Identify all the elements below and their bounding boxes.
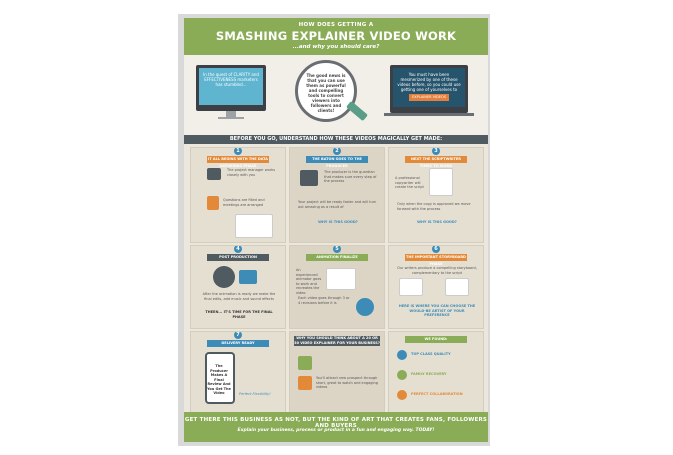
step-note-2: Each video goes through 3 or 4 revisions… — [298, 296, 350, 305]
infographic-poster: HOW DOES GETTING A SMASHING EXPLAINER VI… — [184, 18, 488, 442]
magnifier-circle: The good news is that you can use them a… — [295, 60, 357, 122]
laptop-base — [384, 113, 474, 116]
step-cell-5: 5 ANIMATION FINALIZE An experienced anim… — [289, 245, 385, 329]
header-title: SMASHING EXPLAINER VIDEO WORK — [215, 29, 457, 43]
phone-icon — [205, 352, 235, 404]
heart-icon — [298, 376, 312, 390]
header-line-1: HOW DOES GETTING A — [298, 22, 374, 28]
step-number: 4 — [234, 246, 242, 253]
music-icon — [239, 270, 257, 284]
step-title: DELIVERY READY — [207, 340, 269, 347]
finding-2: FAMILY RECOVERY — [411, 372, 447, 376]
stopwatch-icon — [356, 298, 374, 316]
step-note-2: THEEN... IT'S TIME FOR THE FINAL PHASE — [205, 310, 273, 319]
left-monitor-screen: In the quest of CLARITY and EFFECTIVENES… — [199, 68, 263, 105]
film-reel-icon — [213, 266, 235, 288]
step-cell-8: WHY YOU SHOULD THINK ABOUT A 20 OR 30 VI… — [289, 331, 385, 413]
right-laptop-screen: You must have been mesmerized by one of … — [393, 68, 465, 107]
step-cell-4: 4 POST PRODUCTION After the animation is… — [190, 245, 286, 329]
right-laptop: You must have been mesmerized by one of … — [390, 65, 468, 113]
step-number: 5 — [333, 246, 341, 253]
step-note-2: Questions are filled and meetings are ar… — [223, 198, 265, 207]
step-number: 6 — [432, 246, 440, 253]
step-title: NEXT THE SCRIPTWRITER TIMES TO WORK — [405, 156, 467, 168]
right-screen-text: You must have been mesmerized by one of … — [397, 72, 461, 101]
step-note: After the animation is ready we make the… — [202, 292, 276, 301]
footer-headline: GET THERE THIS BUSINESS AS NOT, BUT THE … — [184, 417, 488, 429]
left-monitor: In the quest of CLARITY and EFFECTIVENES… — [196, 65, 266, 111]
step-title: THE IMPORTANT STORYBOARD PHASE — [405, 254, 467, 266]
step-note: The producer is the guardian that makes … — [324, 170, 377, 183]
poster-footer: GET THERE THIS BUSINESS AS NOT, BUT THE … — [184, 412, 488, 442]
right-screen-copy: You must have been mesmerized by one of … — [397, 72, 461, 92]
header-subtitle: ...and why you should care? — [292, 44, 380, 50]
magnifier-text: The good news is that you can use them a… — [306, 73, 346, 113]
storyboard-frame-icon — [399, 278, 423, 296]
collaboration-icon — [397, 390, 407, 400]
step-title: THE BATON GOES TO THE PRODUCER — [306, 156, 368, 168]
clapper-icon — [300, 170, 318, 186]
step-note-2: Your project will be ready faster and wi… — [298, 200, 377, 209]
intro-section: In the quest of CLARITY and EFFECTIVENES… — [184, 55, 488, 135]
step-note: The project manager works closely with y… — [227, 168, 276, 177]
step-note: Our writers produce a compelling storybo… — [397, 266, 477, 275]
step-cell-7: 7 DELIVERY READY The Producer Makes A Fi… — [190, 331, 286, 413]
briefcase-icon — [207, 168, 221, 180]
left-screen-text: In the quest of CLARITY and EFFECTIVENES… — [203, 72, 259, 87]
left-monitor-base — [218, 117, 244, 119]
family-icon — [397, 370, 407, 380]
notebook-icon — [235, 214, 273, 238]
step-title: ANIMATION FINALIZE — [306, 254, 368, 261]
target-icon — [298, 356, 312, 370]
step-note: A professional copywriter will create th… — [395, 176, 424, 189]
step-note-2: HERE IS WHERE YOU CAN CHOOSE THE WOULD-B… — [398, 304, 476, 317]
section-band: BEFORE YOU GO, UNDERSTAND HOW THESE VIDE… — [184, 135, 488, 144]
step-number: 2 — [333, 148, 341, 155]
step-cell-3: 3 NEXT THE SCRIPTWRITER TIMES TO WORK A … — [388, 147, 484, 243]
step-title: WHY YOU SHOULD THINK ABOUT A 20 OR 30 VI… — [294, 336, 380, 346]
footer-tagline: Explain your business, process or produc… — [237, 428, 435, 433]
step-number: 7 — [234, 332, 242, 339]
step-number: 3 — [432, 148, 440, 155]
step-question: WHY IS THIS GOOD? — [417, 220, 457, 224]
right-screen-tag: EXPLAINER VIDEOS — [409, 94, 449, 101]
step-note: You'll attract new prospect through shor… — [316, 376, 378, 389]
step-note: An experienced animator goes to work and… — [296, 268, 322, 295]
animation-frame-icon — [326, 268, 356, 290]
step-title: WE FOUND: — [405, 336, 467, 343]
quality-icon — [397, 350, 407, 360]
step-cell-1: 1 IT ALL BEGINS WITH THE DATA GATHERING … — [190, 147, 286, 243]
document-icon — [429, 168, 453, 196]
finding-1: TOP CLASS QUALITY — [411, 352, 451, 356]
poster-header: HOW DOES GETTING A SMASHING EXPLAINER VI… — [184, 18, 488, 55]
step-cell-9: WE FOUND: TOP CLASS QUALITY FAMILY RECOV… — [388, 331, 484, 413]
step-question: WHY IS THIS GOOD? — [318, 220, 358, 224]
step-cell-6: 6 THE IMPORTANT STORYBOARD PHASE Our wri… — [388, 245, 484, 329]
step-cell-2: 2 THE BATON GOES TO THE PRODUCER The pro… — [289, 147, 385, 243]
phone-text: The Producer Makes A Final Review And Yo… — [207, 364, 231, 395]
step-title: IT ALL BEGINS WITH THE DATA GATHERING PH… — [207, 156, 269, 168]
left-monitor-stand — [226, 111, 236, 117]
step-title: POST PRODUCTION — [207, 254, 269, 261]
finding-3: PERFECT COLLABORATION — [411, 392, 463, 396]
step-note: Perfect Flexibility! — [239, 392, 271, 396]
storyboard-frame-icon — [445, 278, 469, 296]
step-note-2: Only when the copy is approved we move f… — [397, 202, 471, 211]
clipboard-icon — [207, 196, 219, 210]
step-number: 1 — [234, 148, 242, 155]
